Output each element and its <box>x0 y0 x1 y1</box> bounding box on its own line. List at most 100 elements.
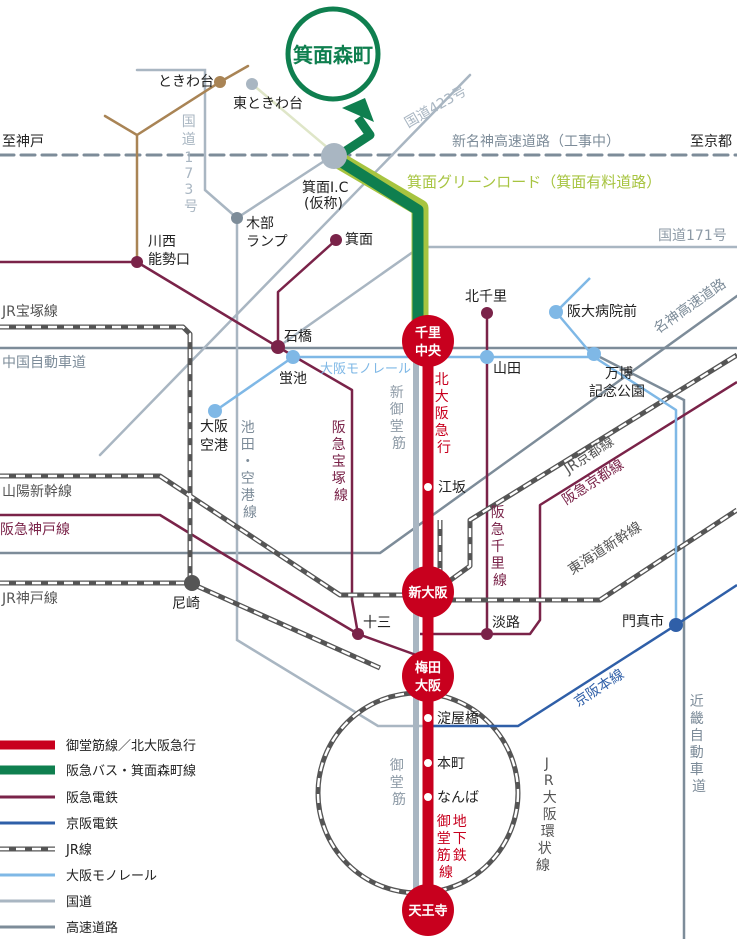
route-423 <box>98 73 472 457</box>
jr-takarazuka-label: JR宝塚線 <box>1 304 58 320</box>
banpaku-marker[interactable] <box>587 347 601 361</box>
higashi-tokiwadai-label: 東ときわ台 <box>233 96 303 112</box>
station-markers <box>131 76 683 801</box>
hankyu-kobe-label: 阪急神戸線 <box>0 522 70 538</box>
hankyu-kyoto-line <box>487 380 737 636</box>
esaka-label: 江坂 <box>438 480 466 496</box>
tokaido-shinkansen-label: 東海道新幹線 <box>565 518 645 578</box>
legend-item-expressway: 高速道路 <box>0 920 118 936</box>
airport-marker[interactable] <box>208 404 222 418</box>
tennoji-label: 天王寺 <box>408 903 447 919</box>
sanyo-shinkansen-label: 山陽新幹線 <box>2 483 72 500</box>
tokiwadai-label: ときわ台 <box>158 74 214 90</box>
kita-osaka-kyuko-label: 北 大 阪 急 行 <box>435 372 453 456</box>
tennoji-marker[interactable] <box>402 884 454 936</box>
shin-osaka-label: 新大阪 <box>408 585 448 601</box>
honmachi-marker[interactable] <box>424 759 432 767</box>
senri-chuo-label-1: 千里 <box>415 325 441 341</box>
legend-label-midosuji: 御堂筋線／北大阪急行 <box>66 738 196 754</box>
ishibashi-label: 石橋 <box>284 329 312 345</box>
hotarugaike-marker[interactable] <box>286 350 300 364</box>
bus-line <box>332 153 424 330</box>
umeda-label-2: 大阪 <box>415 678 442 694</box>
higashi-tokiwadai-marker[interactable] <box>246 78 258 90</box>
kawanishi-marker[interactable] <box>131 256 143 268</box>
tokiwadai-marker[interactable] <box>214 76 226 88</box>
kawanishi-label-2: 能勢口 <box>148 252 190 268</box>
jr-loop-label: J R 大 阪 環 状 線 <box>536 756 561 874</box>
minoh-ic-label-1: 箕面I.C <box>302 179 349 196</box>
r423-label: 国道423号 <box>402 83 470 131</box>
greenroad-label: 箕面グリーンロード（箕面有料道路） <box>407 173 661 191</box>
minoh-ic-marker[interactable] <box>321 143 347 169</box>
handai-label: 阪大病院前 <box>567 303 637 320</box>
bus-arrow-head <box>342 98 374 122</box>
major-stations: 千里 中央 新大阪 梅田 大阪 天王寺 <box>402 315 454 936</box>
hotarugaike-label: 蛍池 <box>279 371 307 387</box>
amagasaki-label: 尼崎 <box>172 596 200 612</box>
yamada-marker[interactable] <box>480 350 494 364</box>
senri-chuo-marker[interactable] <box>402 315 454 367</box>
legend-item-bus: 阪急バス・箕面森町線 <box>0 763 196 779</box>
namba-marker[interactable] <box>424 793 432 801</box>
kibe-label-2: ランプ <box>246 234 288 250</box>
meishin-expressway <box>0 294 737 555</box>
kibe-label-1: 木部 <box>246 216 274 232</box>
umeda-marker[interactable] <box>402 650 454 702</box>
awaji-label: 淡路 <box>492 615 520 631</box>
route-171 <box>276 245 737 349</box>
tokiwadai-link <box>250 82 337 156</box>
legend-item-midosuji: 御堂筋線／北大阪急行 <box>0 738 196 754</box>
legend-item-jr: JR線 <box>0 842 92 858</box>
midosuji-road-label: 御 堂 筋 <box>390 758 408 808</box>
monorail-label: 大阪モノレール <box>320 362 411 377</box>
banpaku-label-1: 万博 <box>605 365 633 382</box>
r171-label: 国道171号 <box>658 228 727 244</box>
namba-label: なんば <box>437 790 479 806</box>
hankyu-senri-label: 阪 急 千 里 線 <box>491 505 509 589</box>
kadoma-marker[interactable] <box>669 618 683 632</box>
banpaku-label-2: 記念公園 <box>589 383 645 400</box>
esaka-marker[interactable] <box>424 483 432 491</box>
legend-label-expressway: 高速道路 <box>66 920 118 936</box>
destination-label: 箕面森町 <box>293 43 373 67</box>
airport-label-2: 空港 <box>200 438 228 454</box>
kita-senri-marker[interactable] <box>481 307 493 319</box>
handai-marker[interactable] <box>549 305 563 319</box>
jr-layer <box>0 324 737 896</box>
legend: 御堂筋線／北大阪急行 阪急バス・箕面森町線 阪急電鉄 京阪電鉄 JR線 大阪モノ… <box>0 738 196 936</box>
shin-midosuji-label: 新 御 堂 筋 <box>390 385 408 452</box>
legend-label-keihan: 京阪電鉄 <box>66 817 118 832</box>
ishibashi-marker[interactable] <box>271 340 285 354</box>
station-labels: ときわ台 東ときわ台 箕面I.C (仮称) 木部 ランプ 箕面 川西 能勢口 石… <box>148 74 664 806</box>
senri-chuo-label-2: 中央 <box>415 343 442 359</box>
kita-senri-label: 北千里 <box>465 289 507 305</box>
yodoyabashi-marker[interactable] <box>424 714 432 722</box>
awaji-marker[interactable] <box>481 628 493 640</box>
hankyu-takarazuka-line <box>0 260 431 662</box>
honmachi-label: 本町 <box>437 756 465 772</box>
shin-meishin-label: 新名神高速道路（工事中） <box>452 133 620 150</box>
legend-label-jr: JR線 <box>65 842 92 858</box>
amagasaki-marker[interactable] <box>184 575 200 591</box>
kinki-expressway <box>592 352 686 939</box>
to-kobe-label: 至神戸 <box>2 134 44 150</box>
yamada-label: 山田 <box>493 361 521 377</box>
r173-label: 国 道 1 7 3 号 <box>182 114 200 215</box>
keihan-main-line <box>430 583 737 728</box>
kibe-marker[interactable] <box>231 212 243 224</box>
shin-osaka-marker[interactable] <box>402 566 454 618</box>
destination-circle <box>285 6 381 102</box>
minoh-marker[interactable] <box>330 234 342 246</box>
tokiwadai-road <box>103 64 250 264</box>
hankyu-takarazuka-label: 阪 急 宝 塚 線 <box>332 420 350 504</box>
kinki-exp-label: 近 畿 自 動 車 道 <box>690 694 708 795</box>
bus-arrow-shaft <box>332 115 375 162</box>
kibe-link <box>235 152 337 220</box>
vertical-labels: 国 道 1 7 3 号 池 田 ・ 空 港 線 阪 急 宝 塚 線 新 御 堂 … <box>182 114 708 881</box>
juso-marker[interactable] <box>352 628 364 640</box>
legend-item-hankyu: 阪急電鉄 <box>0 791 118 806</box>
legend-item-keihan: 京阪電鉄 <box>0 817 118 832</box>
road-layer <box>0 68 737 939</box>
